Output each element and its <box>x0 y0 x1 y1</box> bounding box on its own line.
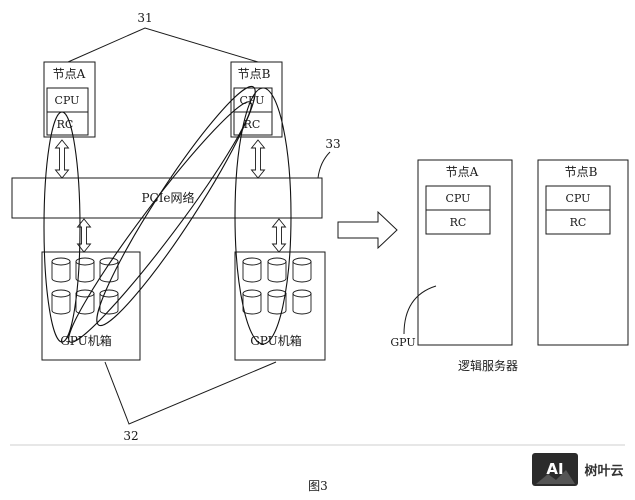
pcie-network-label: PCIe网络 <box>141 190 194 205</box>
ref-32-label: 32 <box>123 429 138 443</box>
logical-server-caption: 逻辑服务器 <box>458 358 518 373</box>
gpu-chassis-a-label: GPU机箱 <box>60 333 112 348</box>
logical-node-a-rc-box <box>425 209 491 235</box>
node-b-cpu-label: CPU <box>240 94 265 107</box>
ref-31-leader <box>67 27 259 63</box>
gpu-callout-label: GPU <box>390 336 415 349</box>
figure-caption: 图3 <box>308 479 328 493</box>
ref-33-leader <box>317 151 331 179</box>
double-arrow-icon <box>271 218 287 253</box>
node-a-rc-label: RC <box>57 118 74 131</box>
logical-node-a-cpu-box <box>425 185 491 211</box>
logical-node-b-rc-label: RC <box>570 216 587 229</box>
watermark-logo: AI 树叶云 <box>532 453 624 486</box>
transform-arrow-icon <box>337 210 398 250</box>
gpu-callout-leader <box>403 285 437 335</box>
binding-loop-cross-2 <box>68 101 252 343</box>
watermark-mountain-icon <box>536 470 575 484</box>
ref-31-label: 31 <box>137 11 152 25</box>
double-arrow-icon <box>54 139 70 179</box>
node-b-rc-label: RC <box>244 118 261 131</box>
node-a-cpu-label: CPU <box>55 94 80 107</box>
node-a-rc-box <box>46 111 89 136</box>
watermark-logo-text: AI <box>546 460 563 478</box>
gpu-cylinder-icon <box>267 257 287 283</box>
gpu-cylinder-icon <box>292 257 312 283</box>
gpu-cylinder-icon <box>292 289 312 315</box>
logical-node-b: 节点B CPU RC <box>537 159 629 346</box>
logical-node-b-cpu-label: CPU <box>566 192 591 205</box>
gpu-cylinder-icon <box>51 289 71 315</box>
logical-node-a-rc-label: RC <box>450 216 467 229</box>
gpu-cylinder-icon <box>99 257 119 283</box>
ref-33-label: 33 <box>325 137 340 151</box>
physical-node-b: 节点B CPU RC <box>230 61 283 138</box>
logical-node-b-title: 节点B <box>565 165 598 179</box>
logical-node-a-cpu-label: CPU <box>446 192 471 205</box>
node-b-title: 节点B <box>238 67 271 81</box>
node-b-rc-box <box>233 111 273 136</box>
gpu-cylinder-icon <box>75 257 95 283</box>
physical-node-a: 节点A CPU RC <box>43 61 96 138</box>
binding-loop-node-a <box>43 111 81 343</box>
gpu-chassis-b-label: GPU机箱 <box>250 333 302 348</box>
logical-node-b-cpu-box <box>545 185 611 211</box>
gpu-cylinder-icon <box>51 257 71 283</box>
watermark-text: 树叶云 <box>584 463 623 479</box>
node-a-cpu-box <box>46 87 89 113</box>
gpu-cylinder-icon <box>242 289 262 315</box>
logical-node-b-rc-box <box>545 209 611 235</box>
node-a-title: 节点A <box>53 67 86 81</box>
double-arrow-icon <box>250 139 266 179</box>
logical-node-a: 节点A CPU RC <box>417 159 513 346</box>
gpu-cylinder-icon <box>242 257 262 283</box>
binding-loop-node-b <box>234 87 292 345</box>
ref-32-leader <box>104 361 277 425</box>
gpu-cylinder-icon <box>267 289 287 315</box>
gpu-cylinder-icon <box>99 289 119 315</box>
logical-node-a-title: 节点A <box>446 165 479 179</box>
